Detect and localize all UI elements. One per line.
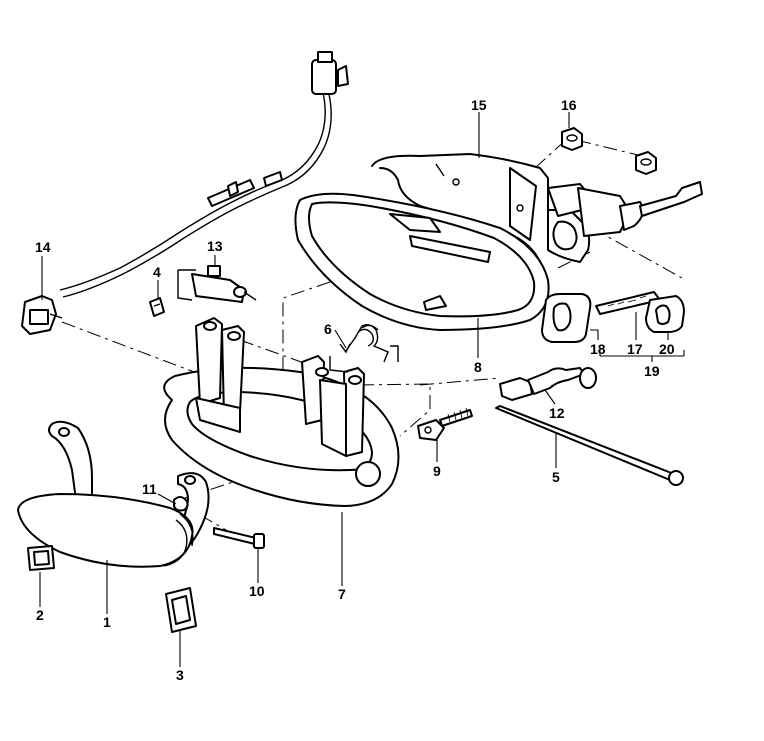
screw-9: [417, 407, 473, 441]
callout-13: 13: [207, 238, 223, 254]
clip-11: [173, 496, 189, 512]
callout-10: 10: [249, 583, 265, 599]
wiring-harness: [21, 51, 349, 335]
callout-18: 18: [590, 341, 606, 357]
callout-3: 3: [176, 667, 184, 683]
callouts: 1 2 3 4 5 6 7 8 9 10 11 12 13 14 15 16 1…: [35, 97, 675, 683]
callout-6: 6: [324, 321, 332, 337]
callout-16: 16: [561, 97, 577, 113]
spring-6: [329, 323, 399, 373]
pin-10: [213, 527, 265, 549]
rod-5: [495, 405, 684, 486]
callout-5: 5: [552, 469, 560, 485]
callout-9: 9: [433, 463, 441, 479]
callout-20: 20: [659, 341, 675, 357]
nut-16a: [561, 127, 583, 151]
callout-2: 2: [36, 607, 44, 623]
lock-bezel-18: [541, 293, 592, 343]
callout-11: 11: [142, 481, 157, 497]
callout-19: 19: [644, 363, 660, 379]
callout-1: 1: [103, 614, 111, 630]
callout-15: 15: [471, 97, 487, 113]
clip-4: [149, 297, 165, 317]
callout-17: 17: [627, 341, 643, 357]
callout-12: 12: [549, 405, 565, 421]
cable-12: [499, 367, 597, 401]
frame-8: [294, 192, 550, 331]
leader-lines: [39, 112, 685, 667]
callout-14: 14: [35, 239, 51, 255]
nut-16b: [635, 151, 657, 175]
handle-lever: [17, 420, 210, 568]
callout-7: 7: [338, 586, 346, 602]
microswitch-13: [177, 265, 257, 303]
handle-frame: [163, 317, 400, 507]
gasket-2: [27, 545, 55, 571]
callout-8: 8: [474, 359, 482, 375]
callout-4: 4: [153, 264, 161, 280]
cap-20: [645, 295, 685, 333]
gasket-3: [165, 587, 197, 633]
